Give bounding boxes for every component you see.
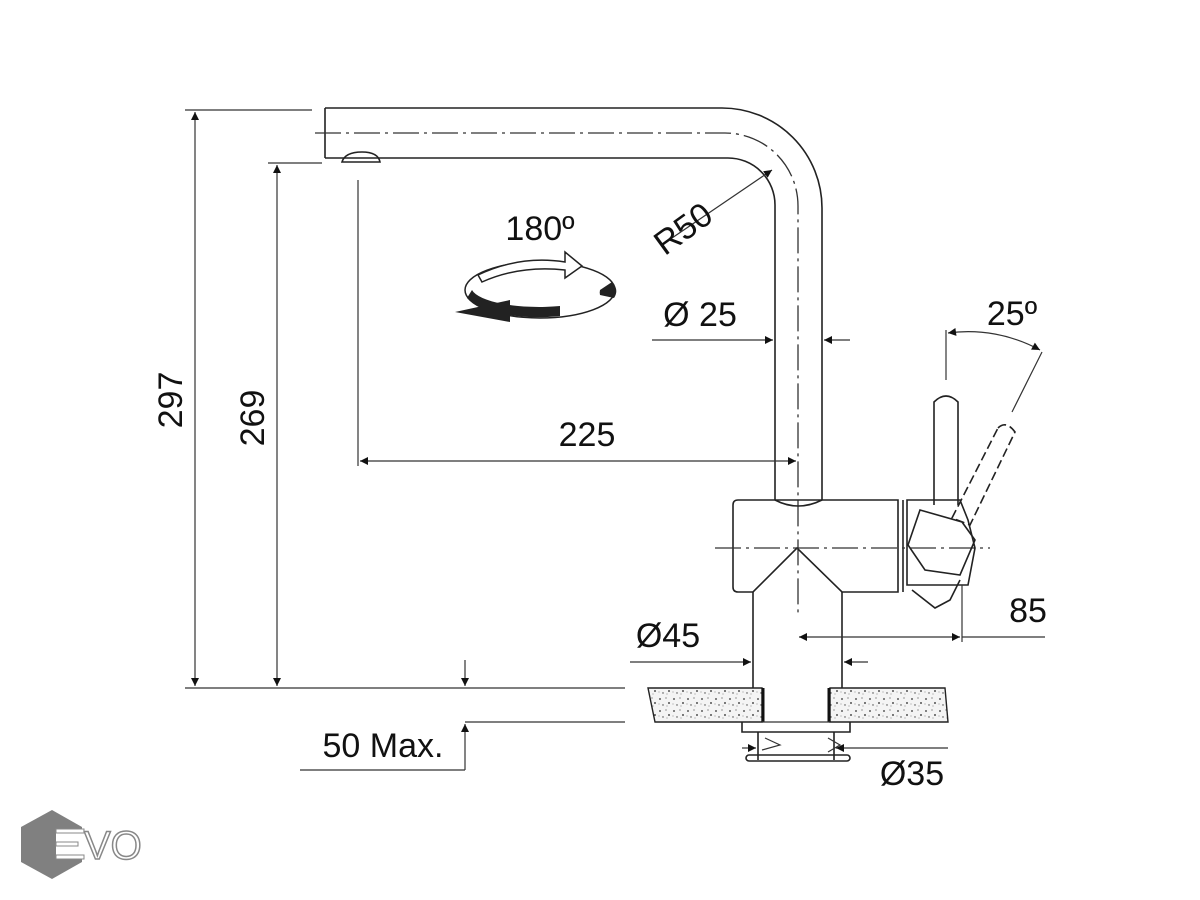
hexagon-logo-icon <box>21 810 82 879</box>
rotation-180: 180º <box>455 210 617 322</box>
dimension-diameter-25: Ø 25 <box>652 296 850 344</box>
dim-d25-label: Ø 25 <box>663 296 737 334</box>
dim-r50-label: R50 <box>647 195 720 262</box>
dimension-269: 269 <box>234 162 322 686</box>
aerator-nozzle <box>340 151 381 163</box>
countertop <box>647 687 949 762</box>
dimension-diameter-45: Ø45 <box>630 617 868 666</box>
dimension-85: 85 <box>799 585 1047 642</box>
rotation-label: 180º <box>505 210 574 248</box>
faucet-body <box>715 395 1016 688</box>
dimension-297: 297 <box>152 109 625 689</box>
lever-offset-label: 85 <box>1009 592 1047 630</box>
dimension-25-degrees: 25º <box>945 295 1043 413</box>
spout <box>315 107 823 615</box>
dimension-50-max: 50 Max. <box>300 660 625 771</box>
dim-297-label: 297 <box>152 372 190 429</box>
base-diameter-label: Ø45 <box>636 617 700 655</box>
dimension-r50: R50 <box>647 169 773 263</box>
dimension-diameter-35: Ø35 <box>742 744 948 793</box>
dim-225-label: 225 <box>559 416 616 454</box>
dim-269-label: 269 <box>234 390 272 447</box>
hole-diameter-label: Ø35 <box>880 755 944 793</box>
counter-thickness-label: 50 Max. <box>323 727 444 765</box>
logo-text: VO <box>84 824 142 868</box>
lever-angle-label: 25º <box>987 295 1037 333</box>
evo-logo: VO <box>21 810 143 879</box>
rotation-arrow-icon <box>455 250 617 322</box>
dimension-225: 225 <box>357 180 796 466</box>
